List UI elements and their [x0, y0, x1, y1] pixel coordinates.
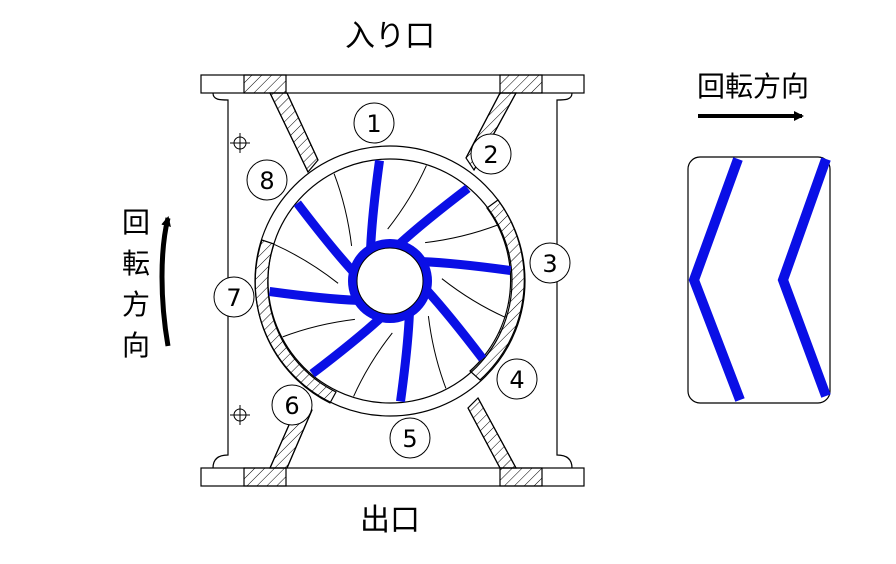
- left-rotation-char-4: 向: [122, 329, 150, 362]
- pocket-line: [427, 316, 447, 389]
- detail-vane-right: [777, 157, 831, 398]
- pocket-line: [353, 332, 393, 397]
- chamber-number-1: 1: [353, 102, 395, 144]
- chamber-number-4: 4: [496, 358, 538, 400]
- left-rotation-char-2: 転: [122, 247, 150, 280]
- outlet-label: 出口: [360, 503, 420, 538]
- chamber-number-8: 8: [246, 159, 288, 201]
- chamber-number-5-text: 5: [402, 425, 417, 453]
- chamber-number-3-text: 3: [542, 250, 557, 278]
- pocket-line: [274, 244, 339, 284]
- rotor-hub: [348, 239, 432, 323]
- right-rotation-label: 回転方向: [697, 70, 809, 103]
- rotor-vane: [366, 159, 384, 249]
- chamber-number-7: 7: [213, 276, 255, 318]
- left-rotation-char-1: 回: [122, 206, 150, 239]
- chamber-number-2: 2: [470, 133, 512, 175]
- rotor-vane: [396, 313, 414, 403]
- chamber-number-7-text: 7: [226, 284, 241, 312]
- rotor-vane: [422, 257, 512, 275]
- chamber-number-6: 6: [271, 384, 313, 426]
- pocket-line: [282, 318, 355, 338]
- chamber-number-6-text: 6: [284, 392, 299, 420]
- chamber-number-8-text: 8: [259, 167, 274, 195]
- rotor-vane: [396, 184, 471, 248]
- inlet-label: 入り口: [345, 19, 435, 54]
- rotor-vane: [423, 287, 487, 362]
- rotor-vane: [309, 314, 384, 378]
- chamber-number-1-text: 1: [366, 110, 381, 138]
- chamber-number-2-text: 2: [483, 141, 498, 169]
- rotor-pocket-lines: [274, 165, 506, 397]
- pocket-line: [441, 278, 506, 318]
- bolt-marker-lower: [230, 405, 250, 425]
- pocket-line: [333, 173, 353, 246]
- bolt-marker-upper: [230, 133, 250, 153]
- chamber-number-3: 3: [529, 242, 571, 284]
- rotor-vane: [293, 200, 357, 275]
- chamber-number-4-text: 4: [509, 366, 524, 394]
- detail-vane-left: [688, 157, 745, 402]
- chamber-number-5: 5: [389, 417, 431, 459]
- pocket-line: [387, 165, 427, 230]
- rotor-vane: [268, 287, 358, 305]
- left-rotation-label: 回 転 方 向: [122, 206, 150, 362]
- left-rotation-char-3: 方: [122, 288, 150, 321]
- rotor-vanes: [268, 159, 512, 403]
- pocket-line: [425, 224, 498, 244]
- vane-detail-panel: [687, 156, 831, 404]
- left-rotation-arrow: [159, 216, 171, 347]
